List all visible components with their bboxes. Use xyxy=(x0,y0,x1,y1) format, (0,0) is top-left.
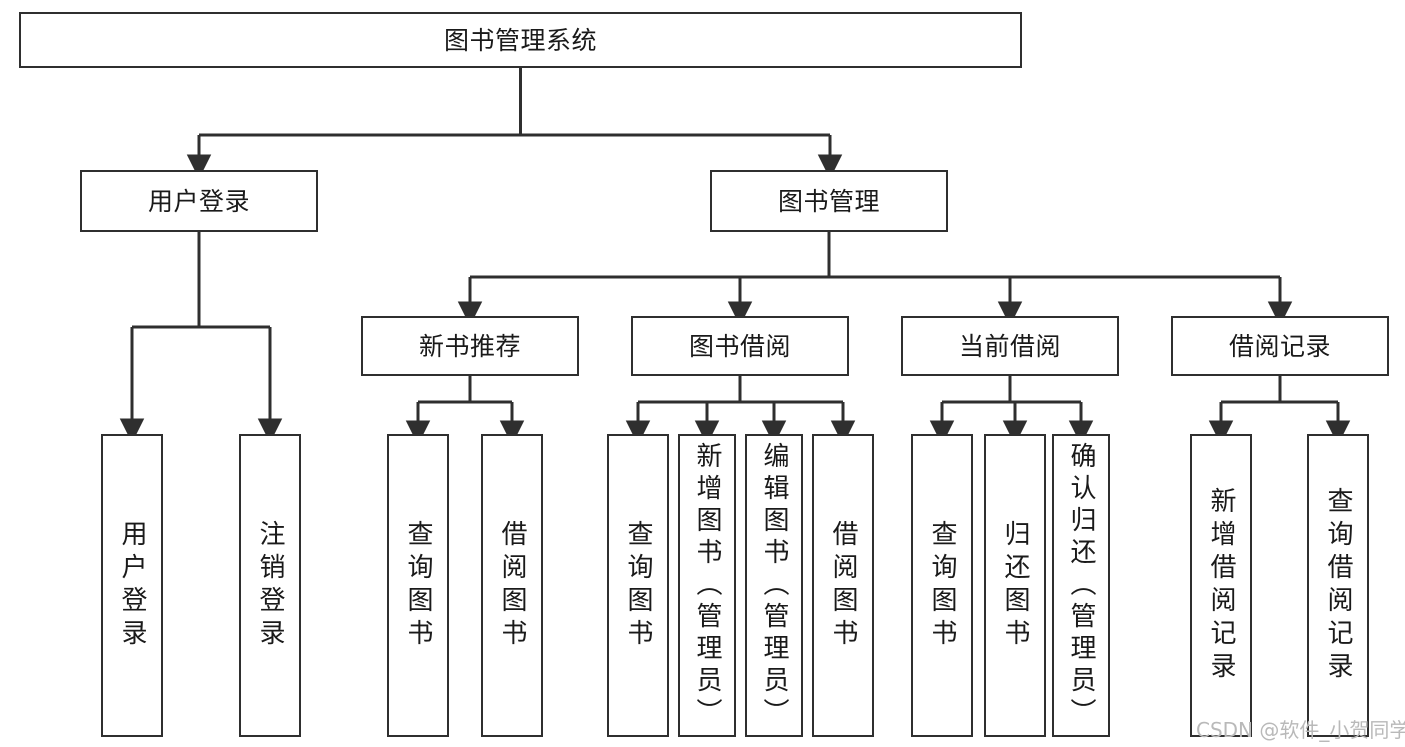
node-label: 归还图书 xyxy=(1000,519,1030,652)
node-root-book-management-system[interactable]: 图书管理系统 xyxy=(19,12,1022,68)
node-label: 图书借阅 xyxy=(688,331,791,361)
node-leaf-borrow-book-2[interactable]: 借阅图书 xyxy=(812,434,874,737)
edge-borrow-record-to-leaves xyxy=(1208,376,1351,445)
node-label: 查询图书 xyxy=(927,519,957,652)
node-leaf-return-book[interactable]: 归还图书 xyxy=(984,434,1046,737)
node-leaf-add-book-admin[interactable]: 新增图书（管理员） xyxy=(678,434,736,737)
node-label: 当前借阅 xyxy=(958,331,1061,361)
node-label: 用户登录 xyxy=(117,519,147,652)
node-label: 查询图书 xyxy=(623,519,653,652)
node-label: 新书推荐 xyxy=(418,331,521,361)
node-leaf-logout[interactable]: 注销登录 xyxy=(239,434,301,737)
node-label: 新增借阅记录 xyxy=(1206,486,1236,685)
node-user-login[interactable]: 用户登录 xyxy=(80,170,318,232)
node-label: 确认归还（管理员） xyxy=(1066,442,1096,730)
node-leaf-user-login[interactable]: 用户登录 xyxy=(101,434,163,737)
csdn-watermark: CSDN @软件_小贺同学 xyxy=(1196,718,1405,742)
node-leaf-borrow-book-1[interactable]: 借阅图书 xyxy=(481,434,543,737)
node-label: 借阅记录 xyxy=(1228,331,1331,361)
node-leaf-query-book-1[interactable]: 查询图书 xyxy=(387,434,449,737)
node-label: 编辑图书（管理员） xyxy=(759,442,789,730)
node-leaf-confirm-return-admin[interactable]: 确认归还（管理员） xyxy=(1052,434,1110,737)
node-label: 查询借阅记录 xyxy=(1323,486,1353,685)
edge-current-borrow-to-leaves xyxy=(929,376,1094,445)
node-borrowing-records[interactable]: 借阅记录 xyxy=(1171,316,1389,376)
node-leaf-add-borrow-record[interactable]: 新增借阅记录 xyxy=(1190,434,1252,737)
edge-user-login-to-leaves xyxy=(119,232,283,443)
node-leaf-query-book-3[interactable]: 查询图书 xyxy=(911,434,973,737)
edge-book-borrow-to-leaves xyxy=(625,376,856,445)
node-leaf-query-book-2[interactable]: 查询图书 xyxy=(607,434,669,737)
node-leaf-edit-book-admin[interactable]: 编辑图书（管理员） xyxy=(745,434,803,737)
node-label: 查询图书 xyxy=(403,519,433,652)
node-label: 图书管理 xyxy=(777,186,880,216)
node-label: 借阅图书 xyxy=(828,519,858,652)
edge-root-to-level2 xyxy=(186,68,843,179)
node-label: 注销登录 xyxy=(255,519,285,652)
node-label: 新增图书（管理员） xyxy=(692,442,722,730)
node-book-borrowing[interactable]: 图书借阅 xyxy=(631,316,849,376)
edge-book-manage-to-level3 xyxy=(457,232,1293,326)
node-label: 用户登录 xyxy=(147,186,250,216)
node-new-book-recommendation[interactable]: 新书推荐 xyxy=(361,316,579,376)
node-label: 图书管理系统 xyxy=(443,25,597,55)
edge-new-book-rec-to-leaves xyxy=(405,376,525,445)
node-label: 借阅图书 xyxy=(497,519,527,652)
node-leaf-query-borrow-record[interactable]: 查询借阅记录 xyxy=(1307,434,1369,737)
node-current-borrowing[interactable]: 当前借阅 xyxy=(901,316,1119,376)
node-book-management[interactable]: 图书管理 xyxy=(710,170,948,232)
